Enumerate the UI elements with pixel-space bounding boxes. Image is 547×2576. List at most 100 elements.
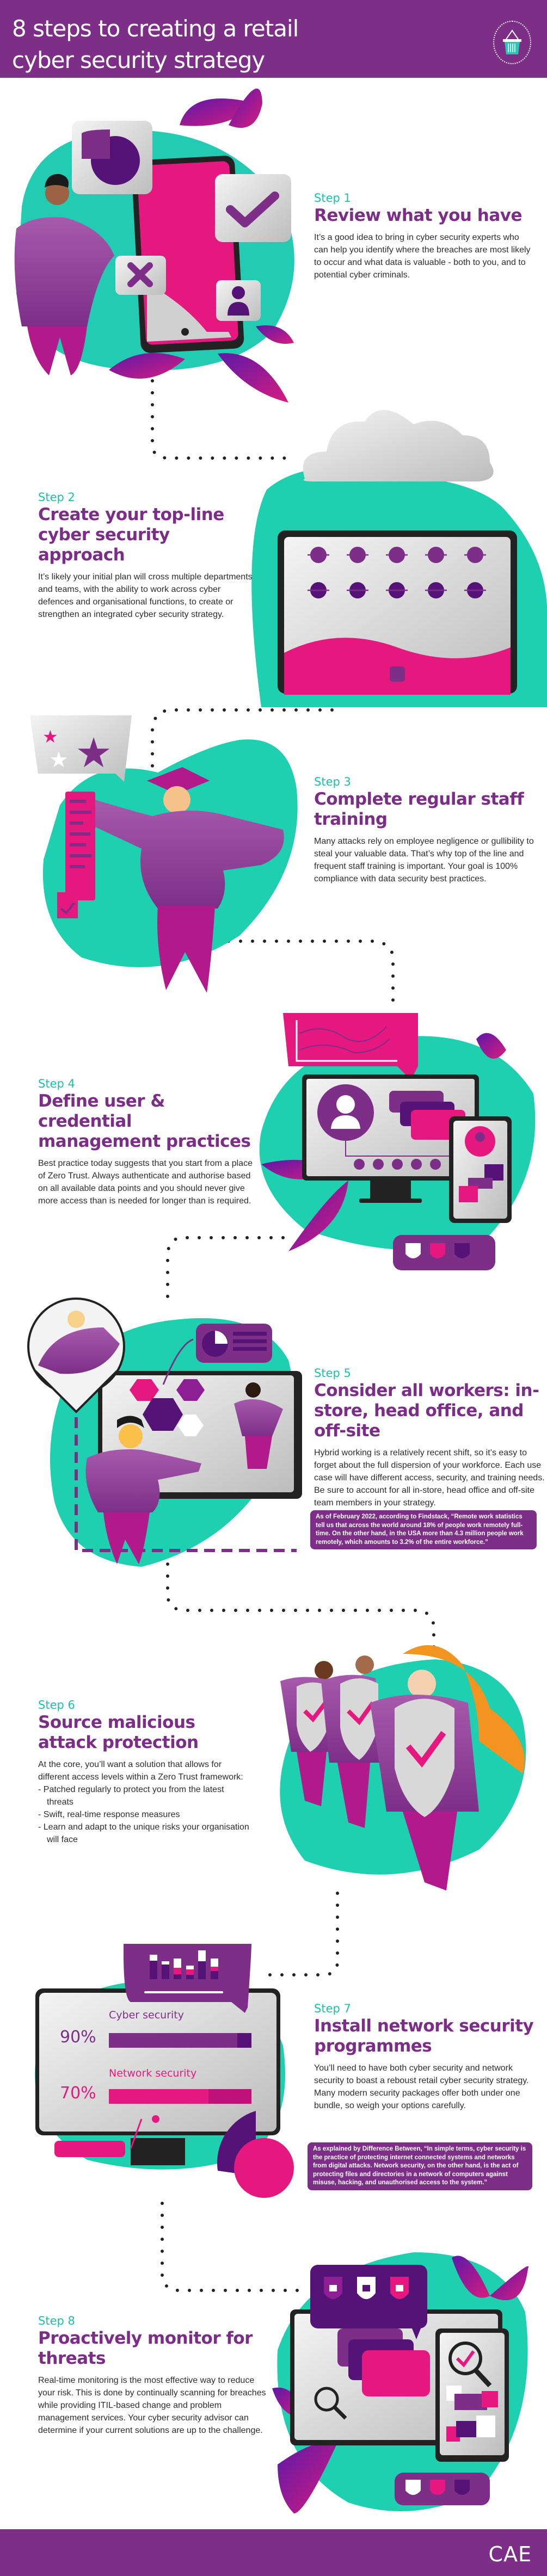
step-7: Step 7 Install network security programm…: [314, 2002, 537, 2112]
step-7-quote: As explained by Difference Between, “In …: [308, 2142, 532, 2190]
step-title: Consider all workers: in-store, head off…: [314, 1381, 539, 1441]
step2-illustration: [251, 410, 547, 707]
step8-illustration: [272, 2252, 529, 2513]
user-bubble: [216, 280, 261, 321]
graduation-cap-icon: [147, 767, 210, 794]
step-label: Step 8: [38, 2314, 75, 2327]
connector-3-4: [227, 940, 395, 1004]
step-5-quote: As of February 2022, according to Findst…: [310, 1510, 537, 1549]
step-label: Step 7: [314, 2002, 351, 2015]
folder-icon: [362, 2350, 430, 2396]
network-security-percent: 70%: [60, 2084, 96, 2103]
hexagon-icons: [130, 1379, 205, 1436]
bullet-item: - Swift, real-time response measures: [38, 1810, 180, 1819]
step7-illustration: [35, 1944, 294, 2198]
page-title: 8 steps to creating a retail cyber securi…: [12, 13, 299, 76]
step-bullets: - Patched regularly to protect you from …: [38, 1783, 250, 1846]
step-4: Step 4 Define user & credential manageme…: [38, 1077, 256, 1207]
step-body: Best practice today suggests that you st…: [38, 1159, 253, 1206]
step6-illustration: [280, 1645, 526, 1891]
magnifier-icon: [314, 2387, 339, 2412]
step-3: Step 3 Complete regular staff training M…: [314, 775, 540, 885]
dashed-outline: [75, 1417, 297, 1552]
bullet-text: Swift, real-time response measures: [43, 1810, 180, 1819]
step-body: You’ll need to have both cyber security …: [314, 2064, 529, 2110]
step4-illustration: [259, 1013, 536, 1270]
cyber-security-meter: [109, 2033, 251, 2048]
bullet-text: Patched regularly to protect you from th…: [43, 1785, 224, 1807]
magnifier-check-icon: [448, 2342, 482, 2375]
step-body: Hybrid working is a relatively recent sh…: [314, 1448, 545, 1508]
step-body: At the core, you’ll want a solution that…: [38, 1760, 243, 1782]
step-title: Complete regular staff training: [314, 789, 524, 829]
shield-person-3: [370, 1670, 479, 1891]
step-title: Install network security programmes: [314, 2016, 534, 2056]
bug-legs: [308, 554, 486, 591]
step-title: Source malicious attack protection: [38, 1713, 199, 1752]
step-title: Define user & credential management prac…: [38, 1091, 251, 1151]
bullet-item: - Patched regularly to protect you from …: [38, 1785, 224, 1807]
title-line-2: cyber security strategy: [12, 47, 265, 73]
lock-shield-icons: [324, 2277, 409, 2299]
step-title: Create your top-line cyber security appr…: [38, 505, 224, 565]
user-node-icons: [354, 1159, 441, 1170]
step-8: Step 8 Proactively monitor for threats R…: [38, 2314, 267, 2437]
connector-5-6: [166, 1562, 435, 1650]
step-label: Step 1: [314, 191, 351, 205]
cloud-icon: [303, 410, 494, 481]
cyber-security-percent: 90%: [60, 2028, 96, 2047]
network-security-meter: [109, 2089, 251, 2104]
step-title: Proactively monitor for threats: [38, 2328, 253, 2368]
step-body: It’s likely your initial plan will cross…: [38, 572, 253, 619]
step-label: Step 4: [38, 1077, 75, 1090]
step-2: Step 2 Create your top-line cyber securi…: [38, 491, 256, 621]
white-star-icon: ★: [49, 748, 69, 772]
large-star-icon: ★: [75, 730, 112, 776]
cyber-security-meter-fill: [109, 2033, 237, 2048]
user-icon: [232, 286, 245, 299]
step-body: Real-time monitoring is the most effecti…: [38, 2376, 266, 2435]
bullet-text: Learn and adapt to the unique risks your…: [43, 1823, 249, 1844]
step1-illustration: [14, 88, 294, 403]
step3-illustration: ★ ★ ★: [30, 715, 298, 993]
shield-user-icons: [405, 2480, 470, 2495]
step-5: Step 5 Consider all workers: in-store, h…: [314, 1367, 545, 1509]
shield-person-1: [280, 1661, 335, 1806]
step-body: Many attacks rely on employee negligence…: [314, 837, 534, 884]
shield-user-icons: [405, 1243, 470, 1258]
header-banner: 8 steps to creating a retail cyber securi…: [0, 0, 547, 78]
mini-bar-chart: [144, 1950, 223, 1993]
step5-illustration: [27, 1298, 302, 1567]
title-line-1: 8 steps to creating a retail: [12, 15, 299, 42]
cyber-security-label: Cyber security: [109, 2009, 184, 2021]
shield-person-2: [321, 1655, 381, 1828]
connector-4-5: [166, 1236, 285, 1307]
checkmark-icon: [226, 191, 279, 227]
step-body: It’s a good idea to bring in cyber secur…: [314, 233, 531, 280]
step-label: Step 6: [38, 1698, 75, 1712]
step-1: Step 1 Review what you have It’s a good …: [314, 191, 532, 281]
rating-bubble: [30, 715, 132, 782]
bullet-item: - Learn and adapt to the unique risks yo…: [38, 1823, 249, 1844]
step-label: Step 5: [314, 1367, 351, 1380]
check-bubble: [215, 174, 291, 242]
connector-2-3: [151, 708, 334, 790]
connector-7-8: [161, 2202, 304, 2292]
dotted-connectors: [151, 379, 435, 2292]
network-security-meter-fill: [109, 2089, 209, 2104]
footer-banner: CAE: [0, 2529, 547, 2576]
cae-logo: CAE: [488, 2542, 532, 2566]
small-star-icon: ★: [42, 727, 58, 746]
x-mark-icon: [127, 262, 153, 287]
connector-6-7: [260, 1892, 339, 1976]
step-6: Step 6 Source malicious attack protectio…: [38, 1698, 250, 1846]
step-title: Review what you have: [314, 206, 523, 225]
line-chart-bubble: [283, 1013, 418, 1080]
thinking-person: [14, 174, 114, 375]
step-label: Step 2: [38, 491, 75, 504]
shopping-basket-icon: [493, 21, 531, 64]
step-label: Step 3: [314, 775, 351, 788]
network-security-label: Network security: [109, 2067, 197, 2079]
